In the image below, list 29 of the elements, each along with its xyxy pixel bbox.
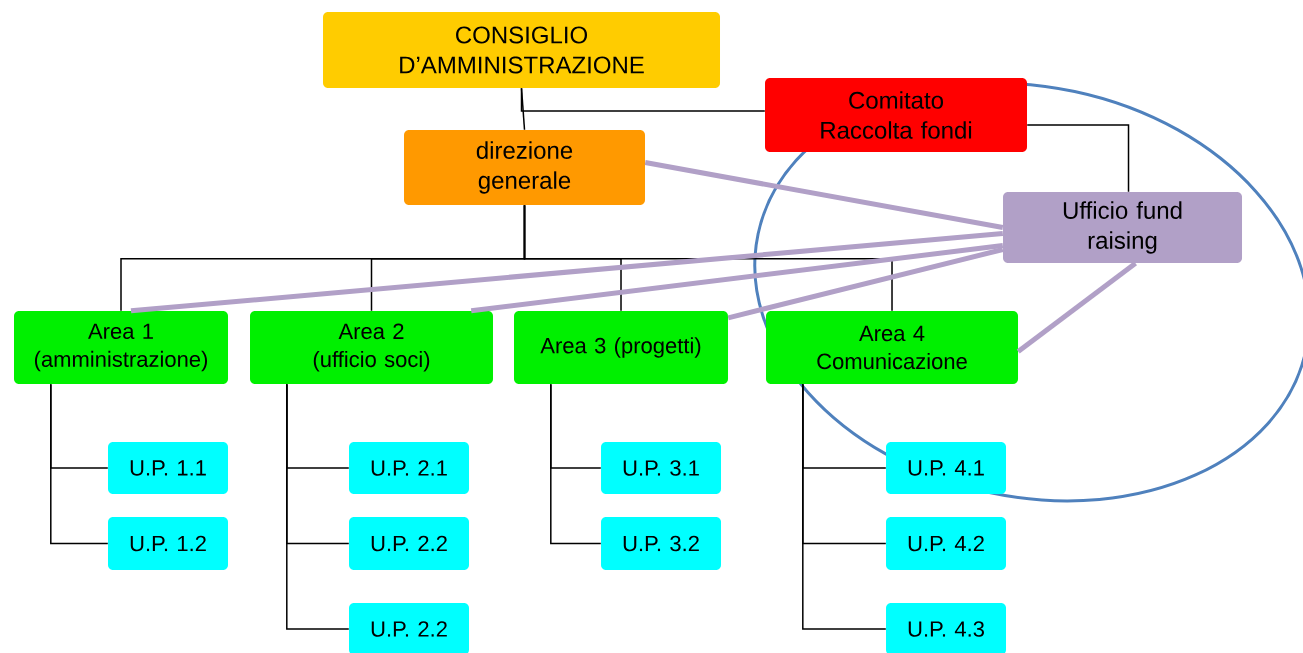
area-box: Area 2 (ufficio soci) (250, 311, 493, 384)
office-box: Ufficio fund raising (1003, 192, 1242, 263)
unit-box: U.P. 1.1 (108, 442, 228, 494)
connector-line (644, 160, 1004, 230)
unit-box: U.P. 2.2 (349, 517, 469, 570)
connector-line (50, 383, 109, 545)
area-box: Area 4 Comunicazione (766, 311, 1018, 384)
connector-line (470, 243, 1004, 314)
connector-line (1026, 124, 1130, 193)
board-box: CONSIGLIO D’AMMINISTRAZIONE (323, 12, 720, 88)
unit-box: U.P. 1.2 (108, 517, 228, 570)
direction-box: direzione generale (404, 130, 645, 205)
area-box: Area 3 (progetti) (514, 311, 728, 384)
connector-line (550, 383, 602, 545)
unit-box: U.P. 2.2 (349, 603, 469, 653)
connector-line (802, 383, 887, 630)
connector-line (1016, 261, 1137, 354)
unit-box: U.P. 4.3 (886, 603, 1006, 653)
unit-box: U.P. 2.1 (349, 442, 469, 494)
connector-line (520, 87, 766, 112)
connector-line (286, 383, 350, 630)
committee-box: Comitato Raccolta fondi (765, 78, 1027, 152)
connector-line (130, 231, 1004, 314)
unit-box: U.P. 4.1 (886, 442, 1006, 494)
unit-box: U.P. 4.2 (886, 517, 1006, 570)
unit-box: U.P. 3.2 (601, 517, 721, 570)
unit-box: U.P. 3.1 (601, 442, 721, 494)
connector-line (727, 247, 1004, 321)
area-box: Area 1 (amministrazione) (14, 311, 228, 384)
